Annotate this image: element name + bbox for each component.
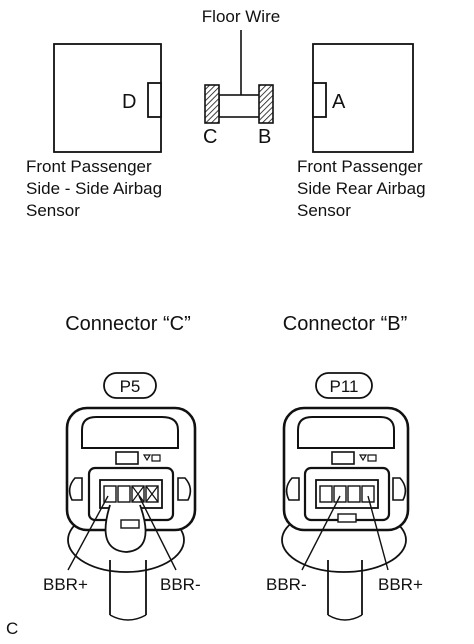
connector-c-pin-left: BBR+ bbox=[43, 575, 88, 594]
connector-b-pin-left: BBR- bbox=[266, 575, 307, 594]
left-device-name-line1: Front Passenger bbox=[26, 157, 152, 176]
connector-b-code: P11 bbox=[330, 377, 359, 396]
right-sensor-box bbox=[312, 43, 414, 153]
connector-c-face: Connector “C” P5 bbox=[65, 313, 197, 621]
right-device-name-line1: Front Passenger bbox=[297, 157, 423, 176]
floor-wire-left-connector: C bbox=[203, 126, 217, 148]
connector-c-code-badge bbox=[103, 372, 157, 399]
corner-mark: C bbox=[6, 619, 18, 638]
connector-b-code-badge bbox=[315, 372, 373, 399]
floor-wire-harness bbox=[204, 30, 274, 124]
connector-b-pin-right: BBR+ bbox=[378, 575, 423, 594]
connector-c-code: P5 bbox=[120, 377, 141, 396]
left-device-name-line2: Side - Side Airbag bbox=[26, 179, 162, 198]
connector-b-face: Connector “B” P11 bbox=[281, 313, 410, 621]
connector-c-pin-right: BBR- bbox=[160, 575, 201, 594]
connector-b-title: Connector “B” bbox=[283, 313, 408, 335]
connector-c-hatched bbox=[204, 84, 220, 124]
floor-wire-label: Floor Wire bbox=[202, 7, 280, 26]
left-sensor-box bbox=[53, 43, 162, 153]
right-device-connector-letter: A bbox=[332, 91, 346, 113]
connector-c-title: Connector “C” bbox=[65, 313, 191, 335]
floor-wire-right-connector: B bbox=[258, 126, 271, 148]
right-device-name-line2: Side Rear Airbag bbox=[297, 179, 426, 198]
right-device-name-line3: Sensor bbox=[297, 201, 351, 220]
left-device-connector-letter: D bbox=[122, 91, 136, 113]
left-device-name-line3: Sensor bbox=[26, 201, 80, 220]
connector-b-hatched bbox=[258, 84, 274, 124]
